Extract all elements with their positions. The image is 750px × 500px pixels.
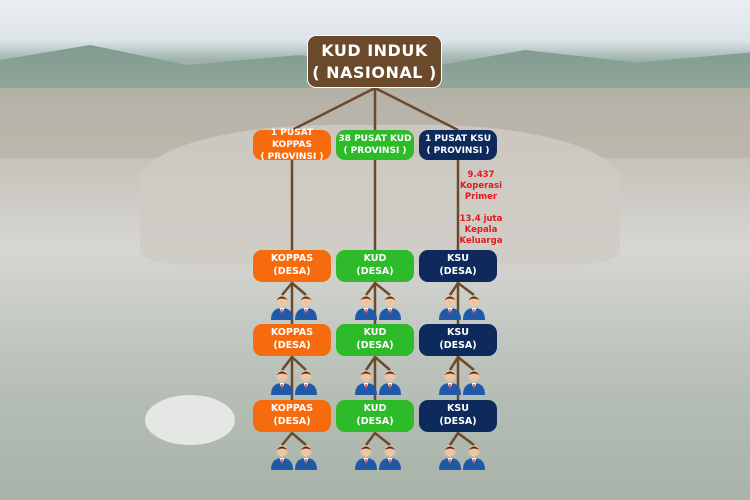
label: ( PROVINSI ) — [260, 152, 324, 163]
pusat-ksu-box: 1 PUSAT KSU ( PROVINSI ) — [419, 130, 497, 160]
label: (DESA) — [439, 266, 477, 277]
label: (DESA) — [356, 340, 394, 351]
ksu-desa-box: KSU(DESA) — [419, 400, 497, 432]
label: KOPPAS — [270, 253, 314, 265]
top-title: KUD INDUK — [321, 40, 428, 60]
label: 1 PUSAT KOPPAS — [270, 127, 314, 150]
label: ( PROVINSI ) — [426, 146, 490, 156]
member-person-icon — [462, 294, 486, 320]
kepala-keluarga-note: 13.4 juta Kepala Keluarga — [459, 214, 503, 247]
member-person-icon — [378, 294, 402, 320]
member-person-icon — [438, 444, 462, 470]
label: (DESA) — [273, 416, 311, 427]
background-plaza — [145, 395, 235, 445]
kud-induk-nasional-box: KUD INDUK ( NASIONAL ) — [307, 35, 442, 88]
koperasi-primer-note: 9.437 Koperasi Primer — [459, 170, 503, 203]
label: KUD — [363, 253, 387, 265]
koppas-desa-box: KOPPAS(DESA) — [253, 250, 331, 282]
member-person-icon — [462, 369, 486, 395]
member-person-icon — [270, 444, 294, 470]
label: (DESA) — [356, 416, 394, 427]
member-person-icon — [270, 294, 294, 320]
label: KOPPAS — [270, 327, 314, 339]
label: KSU — [447, 253, 469, 265]
label: KUD — [363, 403, 387, 415]
member-person-icon — [378, 444, 402, 470]
koppas-desa-box: KOPPAS(DESA) — [253, 324, 331, 356]
member-person-icon — [294, 444, 318, 470]
pusat-koppas-box: 1 PUSAT KOPPAS ( PROVINSI ) — [253, 127, 331, 163]
member-person-icon — [354, 444, 378, 470]
label: (DESA) — [273, 266, 311, 277]
member-person-icon — [294, 369, 318, 395]
label: ( PROVINSI ) — [343, 146, 407, 156]
kud-desa-box: KUD(DESA) — [336, 324, 414, 356]
member-person-icon — [354, 294, 378, 320]
label: KSU — [447, 327, 469, 339]
kud-desa-box: KUD(DESA) — [336, 250, 414, 282]
label: KOPPAS — [270, 403, 314, 415]
label: (DESA) — [439, 340, 477, 351]
label: (DESA) — [273, 340, 311, 351]
ksu-desa-box: KSU(DESA) — [419, 324, 497, 356]
label: KSU — [447, 403, 469, 415]
label: KUD — [363, 327, 387, 339]
member-person-icon — [462, 444, 486, 470]
member-person-icon — [270, 369, 294, 395]
member-person-icon — [438, 294, 462, 320]
member-person-icon — [294, 294, 318, 320]
label: 1 PUSAT KSU — [424, 133, 492, 144]
label: (DESA) — [356, 266, 394, 277]
pusat-kud-box: 38 PUSAT KUD ( PROVINSI ) — [336, 130, 414, 160]
ksu-desa-box: KSU(DESA) — [419, 250, 497, 282]
member-person-icon — [354, 369, 378, 395]
koppas-desa-box: KOPPAS(DESA) — [253, 400, 331, 432]
kud-desa-box: KUD(DESA) — [336, 400, 414, 432]
member-person-icon — [438, 369, 462, 395]
top-subtitle: ( NASIONAL ) — [312, 62, 437, 82]
label: (DESA) — [439, 416, 477, 427]
label: 38 PUSAT KUD — [338, 133, 412, 144]
member-person-icon — [378, 369, 402, 395]
